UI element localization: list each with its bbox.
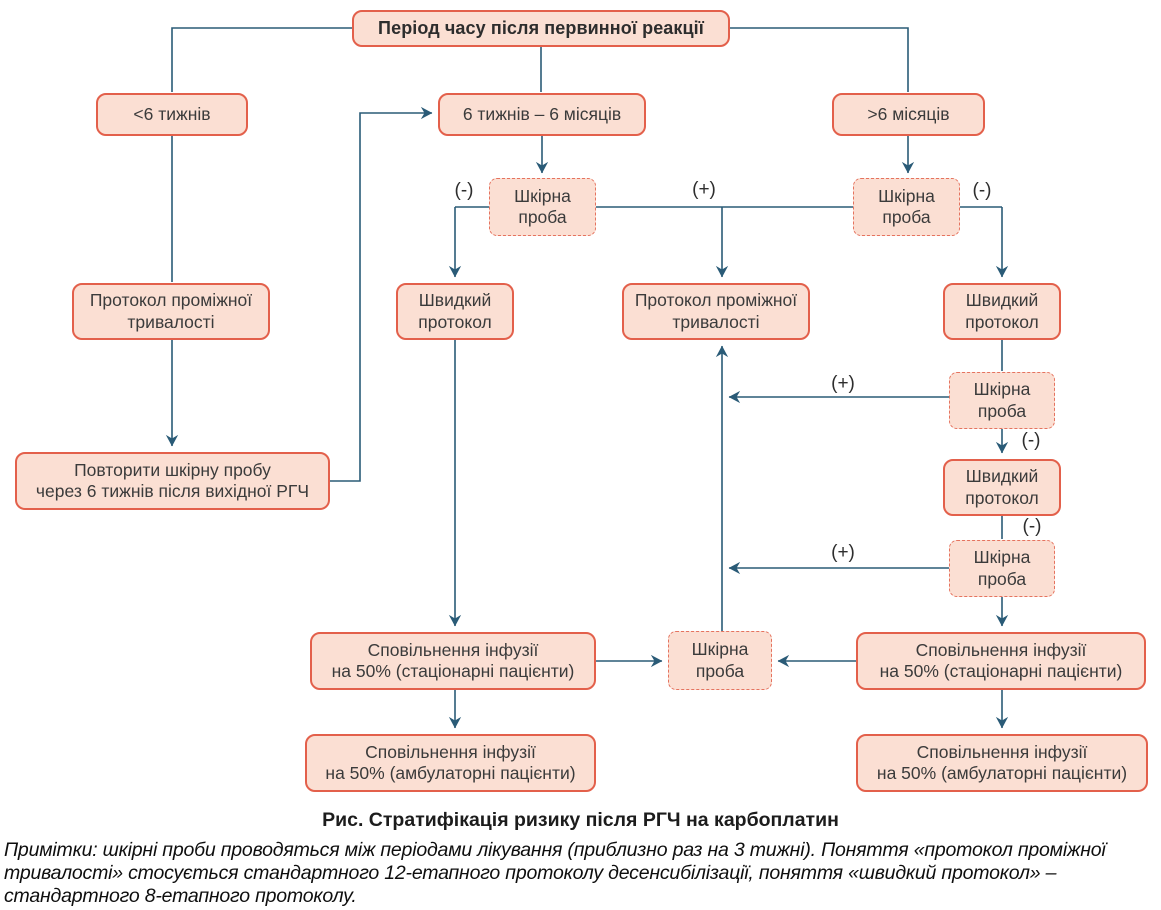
node-label: проба (518, 207, 567, 227)
node-label: Повторити шкірну пробу (74, 459, 271, 480)
node-repeat-skin-test: Повторити шкірну пробу через 6 тижнів пі… (15, 452, 330, 510)
node-infusion-slowdown-outpatient-left: Сповільнення інфузії на 50% (амбулаторні… (305, 734, 596, 792)
node-6-weeks-to-6-months: 6 тижнів – 6 місяців (438, 93, 646, 136)
edge-repeat-to-w6m6 (330, 106, 433, 482)
node-label: на 50% (стаціонарні пацієнти) (879, 661, 1123, 681)
node-label: проба (882, 207, 931, 227)
node-label: >6 місяців (867, 103, 950, 124)
node-less-than-6-weeks: <6 тижнів (96, 93, 248, 136)
node-rapid-protocol-middle: Швидкий протокол (396, 283, 514, 340)
node-label: Сповільнення інфузії (915, 639, 1087, 660)
node-label: Протокол проміжної (89, 290, 253, 311)
node-label: проба (695, 660, 745, 681)
node-skin-test-top-left: Шкірна проба (489, 178, 596, 236)
node-label: на 50% (стаціонарні пацієнти) (331, 661, 575, 681)
node-label: протокол (965, 311, 1039, 332)
node-skin-test-right-2: Шкірна проба (949, 540, 1055, 597)
node-label: Шкірна (878, 185, 935, 206)
node-rapid-protocol-right-2: Швидкий протокол (943, 459, 1061, 516)
node-label: Шкірна (973, 379, 1031, 400)
node-infusion-slowdown-inpatient-left: Сповільнення інфузії на 50% (стаціонарні… (310, 632, 596, 690)
node-label: Шкірна (514, 185, 571, 206)
figure-caption: Рис. Стратифікація ризику після РГЧ на к… (322, 809, 839, 831)
node-label: тривалості (672, 311, 760, 332)
node-label: Протокол проміжної (634, 290, 798, 311)
node-label: через 6 тижнів після вихідної РГЧ (35, 481, 310, 501)
edge-label-plus-skin4: (+) (831, 542, 855, 563)
edge-period-to-lt6w (171, 27, 352, 92)
node-label: Сповільнення інфузії (365, 741, 536, 762)
node-infusion-slowdown-outpatient-right: Сповільнення інфузії на 50% (амбулаторні… (856, 734, 1148, 792)
edge-label-minus-skin1: (-) (454, 180, 474, 201)
edge-period-to-gt6m (730, 27, 909, 92)
edge-label-minus-skin2: (-) (972, 180, 992, 201)
node-period-after-primary-reaction: Період часу після первинної реакції (352, 10, 730, 47)
node-intermediate-protocol-left: Протокол проміжної тривалості (72, 283, 270, 340)
node-label: Шкірна (691, 639, 749, 660)
node-label: протокол (418, 311, 492, 332)
node-label: Швидкий (965, 290, 1039, 311)
node-label: Сповільнення інфузії (367, 639, 539, 660)
node-label: Шкірна (973, 547, 1031, 568)
node-skin-test-top-right: Шкірна проба (853, 178, 960, 236)
node-label: проба (977, 568, 1027, 589)
node-skin-test-right-1: Шкірна проба (949, 372, 1055, 429)
node-intermediate-protocol-middle: Протокол проміжної тривалості (622, 283, 810, 340)
node-label: <6 тижнів (133, 103, 211, 124)
node-infusion-slowdown-inpatient-right: Сповільнення інфузії на 50% (стаціонарні… (856, 632, 1146, 690)
node-label: Швидкий (418, 290, 492, 311)
node-rapid-protocol-right-1: Швидкий протокол (943, 283, 1061, 340)
node-more-than-6-months: >6 місяців (832, 93, 985, 136)
node-label: на 50% (амбулаторні пацієнти) (325, 763, 576, 783)
node-label: 6 тижнів – 6 місяців (462, 103, 622, 124)
node-label: Період часу після первинної реакції (378, 17, 704, 38)
node-label: на 50% (амбулаторні пацієнти) (876, 763, 1128, 783)
node-label: Швидкий (965, 466, 1039, 487)
node-label: тривалості (127, 311, 215, 332)
node-label: Сповільнення інфузії (916, 741, 1088, 762)
node-skin-test-bottom-middle: Шкірна проба (668, 631, 772, 690)
node-label: протокол (965, 487, 1039, 508)
edge-label-plus-skin3: (+) (831, 373, 855, 394)
node-label: проба (977, 400, 1027, 421)
edge-label-minus-rapid2: (-) (1022, 516, 1042, 537)
edge-label-plus-top: (+) (692, 179, 716, 200)
edge-label-minus-skin3: (-) (1021, 430, 1041, 451)
figure-notes: Примітки: шкірні проби проводяться між п… (4, 839, 1106, 907)
